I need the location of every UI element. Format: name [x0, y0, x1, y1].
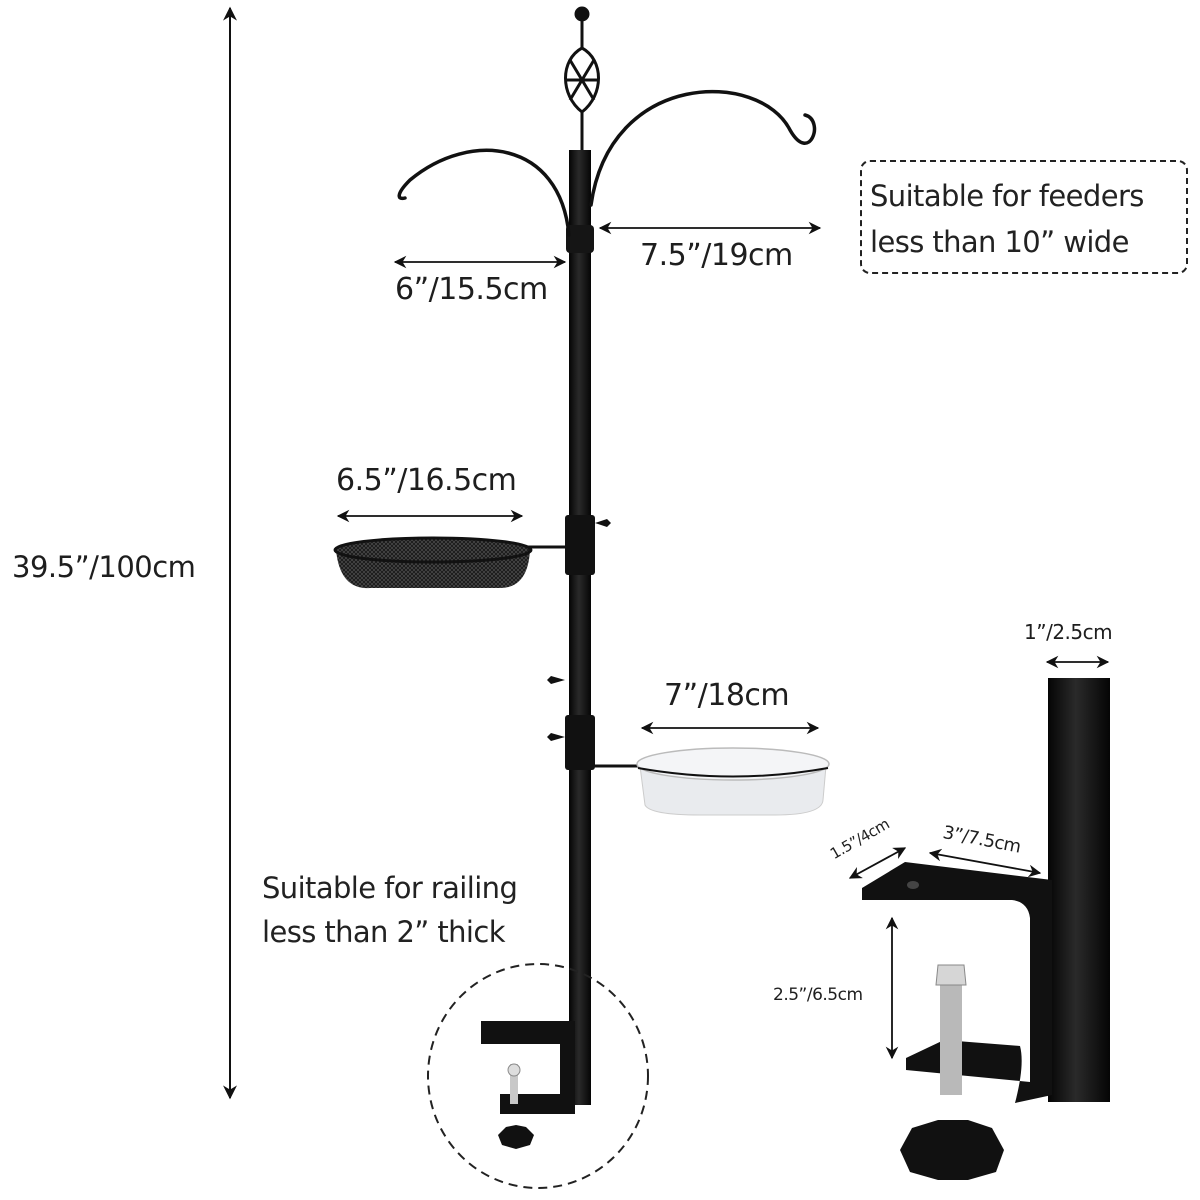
feeder-note-box: [860, 160, 1188, 274]
pole-diameter-label: 1”/2.5cm: [1024, 620, 1113, 644]
clamp-opening-label: 2.5”/6.5cm: [773, 985, 863, 1005]
railing-note-line2: less than 2” thick: [262, 915, 506, 949]
water-bath-label: 7”/18cm: [664, 678, 790, 713]
feeder-note-line1: Suitable for feeders: [870, 179, 1144, 213]
feeder-note-line2: less than 10” wide: [870, 225, 1129, 259]
clamp-detail: [862, 678, 1110, 1180]
mesh-tray: [333, 536, 566, 589]
clamp-width-arrow: [848, 847, 907, 879]
right-hook-label: 7.5”/19cm: [640, 238, 793, 273]
railing-clamp-small: [427, 963, 649, 1189]
mesh-tray-label: 6.5”/16.5cm: [336, 463, 517, 498]
total-height-label: 39.5”/100cm: [12, 550, 196, 584]
hanging-hooks: [397, 89, 817, 237]
finial-ornament: [564, 6, 600, 150]
clamp-depth-arrow: [928, 848, 1042, 878]
main-pole: [547, 150, 611, 1105]
railing-note-line1: Suitable for railing: [262, 871, 518, 905]
water-bath: [595, 747, 830, 816]
left-hook-label: 6”/15.5cm: [395, 272, 548, 307]
